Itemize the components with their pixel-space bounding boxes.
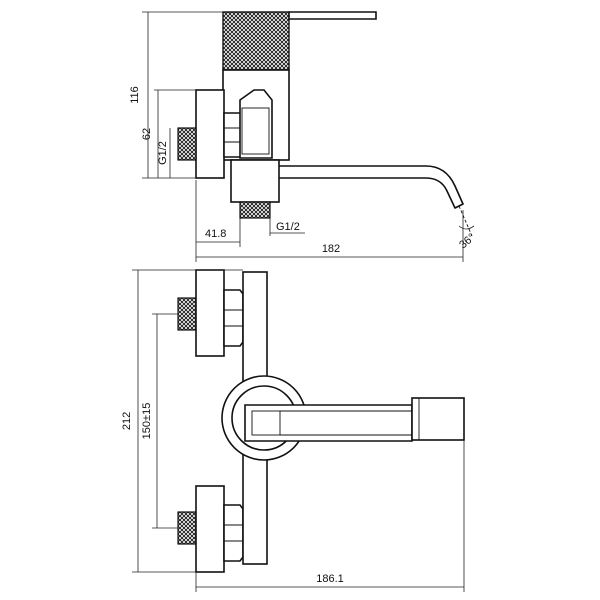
diverter-knob [239, 89, 273, 159]
dim-offset: 41.8 [205, 228, 226, 240]
spout-block [230, 159, 280, 203]
dim-inlet-centers: 150±15 [141, 403, 153, 440]
lever-bar [288, 11, 377, 20]
dim-inlet-height: 62 [141, 128, 153, 140]
front-lever [244, 404, 413, 442]
spout [279, 165, 464, 209]
dim-outlet-thread: G1/2 [276, 221, 300, 233]
dim-front-height: 212 [121, 412, 133, 430]
threaded-inlet [177, 127, 197, 161]
front-view: 212 150±15 186.1 [121, 269, 465, 592]
wall-flange [195, 89, 225, 179]
lower-hex-nut [223, 504, 244, 562]
dim-side-height: 116 [129, 86, 141, 104]
knurled-handle [222, 11, 290, 71]
dim-front-width: 186.1 [316, 573, 344, 585]
upper-flange [195, 269, 225, 357]
side-view: 116 62 G1/2 41.8 G1/2 182 36° [129, 11, 478, 262]
lower-threaded-inlet [177, 511, 197, 545]
dim-inlet-thread: G1/2 [157, 141, 169, 165]
threaded-outlet [239, 201, 271, 219]
upper-hex-nut [223, 289, 244, 347]
lower-flange [195, 485, 225, 573]
front-spout-end [411, 397, 465, 441]
upper-threaded-inlet [177, 297, 197, 331]
dim-spout-angle: 36° [457, 231, 477, 251]
dim-side-length: 182 [322, 243, 340, 255]
